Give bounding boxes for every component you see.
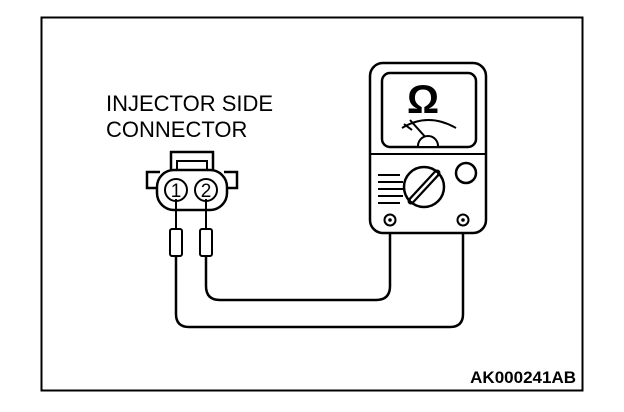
selector-knob-pointer-inner bbox=[410, 172, 438, 202]
selector-scale bbox=[378, 174, 404, 204]
terminal-left-dot bbox=[388, 218, 392, 222]
probe-2-tip bbox=[199, 228, 213, 257]
meter-display bbox=[380, 71, 478, 149]
meter-pivot bbox=[417, 135, 439, 147]
zero-adjust-knob bbox=[454, 161, 478, 185]
connector-label-line1: INJECTOR SIDE bbox=[106, 91, 273, 116]
connector-label-line2: CONNECTOR bbox=[106, 117, 247, 142]
test-leads bbox=[169, 199, 465, 329]
diagram-frame bbox=[40, 16, 584, 392]
pin-2-label: 2 bbox=[201, 181, 212, 202]
ohmmeter: Ω bbox=[368, 61, 488, 235]
ohm-symbol: Ω bbox=[407, 78, 439, 122]
terminal-right-dot bbox=[461, 218, 465, 222]
probe-1-tip bbox=[169, 228, 183, 257]
meter-needle-mark bbox=[403, 123, 413, 131]
wire-pin2-to-meter bbox=[204, 220, 392, 302]
connector-latch-inner bbox=[176, 160, 208, 170]
wire-pin1-to-meter bbox=[174, 220, 465, 329]
figure-code: AK000241AB bbox=[470, 368, 576, 387]
pin-1-label: 1 bbox=[171, 181, 182, 202]
injector-connector: 1 2 bbox=[145, 150, 239, 212]
